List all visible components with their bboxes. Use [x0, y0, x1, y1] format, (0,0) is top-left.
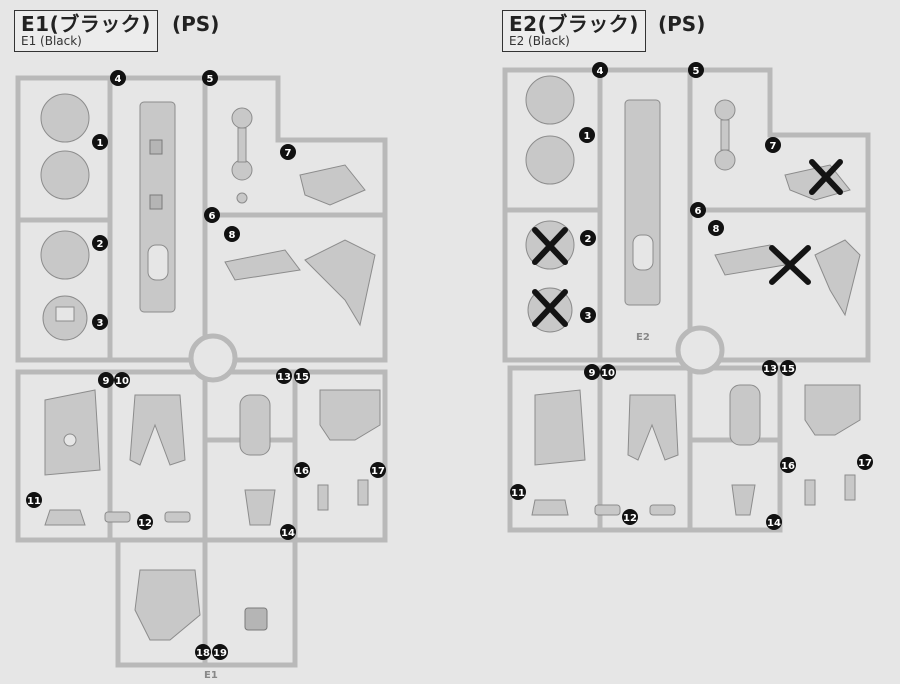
part-number-9: 9 — [584, 364, 600, 380]
runner-e1-subtitle: E1 (Black) — [21, 34, 82, 48]
part-number-2: 2 — [92, 235, 108, 251]
runner-e1-title: E1(ブラック) — [21, 12, 151, 36]
svg-text:1: 1 — [584, 131, 591, 142]
part-number-18: 18 — [195, 644, 211, 660]
part-number-1: 1 — [92, 134, 108, 150]
svg-text:6: 6 — [695, 206, 702, 217]
excluded-part-7-x-icon — [809, 159, 843, 195]
svg-text:9: 9 — [589, 368, 596, 379]
svg-text:12: 12 — [623, 513, 637, 524]
svg-text:17: 17 — [371, 466, 385, 477]
part-number-3: 3 — [92, 314, 108, 330]
svg-text:13: 13 — [763, 364, 777, 375]
part-number-13: 13 — [762, 360, 778, 376]
part-number-6: 6 — [204, 207, 220, 223]
runner-e1-parts — [40, 93, 381, 641]
svg-text:9: 9 — [103, 376, 110, 387]
part-number-15: 15 — [780, 360, 796, 376]
svg-text:13: 13 — [277, 372, 291, 383]
runner-e2-title: E2(ブラック) — [509, 12, 639, 36]
svg-text:10: 10 — [601, 368, 615, 379]
runner-e2-part-numbers: 1 2 3 4 5 6 7 8 9 10 11 12 13 14 15 16 1… — [510, 62, 873, 530]
part-number-7: 7 — [280, 144, 296, 160]
part-number-12: 12 — [622, 509, 638, 525]
part-number-12: 12 — [137, 514, 153, 530]
part-number-16: 16 — [294, 462, 310, 478]
svg-text:1: 1 — [97, 138, 104, 149]
part-number-19: 19 — [212, 644, 228, 660]
part-number-13: 13 — [276, 368, 292, 384]
svg-text:12: 12 — [138, 518, 152, 529]
runner-e2-frame — [502, 67, 871, 533]
part-number-7: 7 — [765, 137, 781, 153]
part-number-1: 1 — [579, 127, 595, 143]
svg-text:16: 16 — [781, 461, 795, 472]
runner-e2-subtitle: E2 (Black) — [509, 34, 570, 48]
svg-text:11: 11 — [27, 496, 41, 507]
svg-text:3: 3 — [585, 311, 592, 322]
runner-e2-title-box: E2(ブラック) E2 (Black) — [502, 10, 646, 52]
runner-e1-tag: E1 — [204, 670, 218, 681]
svg-text:5: 5 — [693, 66, 700, 77]
part-number-15: 15 — [294, 368, 310, 384]
svg-text:7: 7 — [285, 148, 292, 159]
part-number-17: 17 — [370, 462, 386, 478]
svg-text:16: 16 — [295, 466, 309, 477]
part-number-11: 11 — [26, 492, 42, 508]
runner-e1-part-numbers: 1 2 3 4 5 6 7 8 9 10 11 12 13 14 15 16 1… — [26, 70, 386, 660]
svg-text:4: 4 — [597, 66, 604, 77]
svg-text:8: 8 — [713, 224, 720, 235]
runner-e2-panel: E2(ブラック) E2 (Black) (PS) — [450, 0, 900, 684]
part-number-8: 8 — [224, 226, 240, 242]
svg-text:14: 14 — [767, 518, 781, 529]
part-number-4: 4 — [110, 70, 126, 86]
part-number-11: 11 — [510, 484, 526, 500]
svg-text:18: 18 — [196, 648, 210, 659]
svg-text:2: 2 — [585, 234, 592, 245]
svg-text:15: 15 — [781, 364, 795, 375]
svg-text:7: 7 — [770, 141, 777, 152]
part-number-9: 9 — [98, 372, 114, 388]
part-number-2: 2 — [580, 230, 596, 246]
runner-e2-tag: E2 — [636, 332, 650, 343]
runner-e1-frame — [15, 75, 388, 668]
svg-text:5: 5 — [207, 74, 214, 85]
part-number-10: 10 — [114, 372, 130, 388]
svg-text:19: 19 — [213, 648, 227, 659]
part-number-5: 5 — [688, 62, 704, 78]
svg-text:2: 2 — [97, 239, 104, 250]
runner-e2-diagram: 1 2 3 4 5 6 7 8 9 10 11 12 13 14 15 16 1… — [502, 62, 873, 533]
svg-text:8: 8 — [229, 230, 236, 241]
excluded-part-3-x-icon — [532, 289, 568, 327]
svg-text:14: 14 — [281, 528, 295, 539]
excluded-part-8-x-icon — [769, 245, 811, 285]
runner-e1-panel: E1(ブラック) E1 (Black) (PS) — [14, 10, 388, 681]
part-number-6: 6 — [690, 202, 706, 218]
runner-e2-material: (PS) — [658, 12, 706, 36]
runner-e2-parts — [525, 75, 861, 516]
runner-e1-material: (PS) — [172, 12, 220, 36]
part-number-5: 5 — [202, 70, 218, 86]
part-number-16: 16 — [780, 457, 796, 473]
part-number-4: 4 — [592, 62, 608, 78]
part-number-14: 14 — [766, 514, 782, 530]
svg-text:3: 3 — [97, 318, 104, 329]
svg-text:4: 4 — [115, 74, 122, 85]
part-number-3: 3 — [580, 307, 596, 323]
excluded-part-2-x-icon — [532, 227, 568, 265]
part-number-8: 8 — [708, 220, 724, 236]
part-number-10: 10 — [600, 364, 616, 380]
svg-text:6: 6 — [209, 211, 216, 222]
part-number-17: 17 — [857, 454, 873, 470]
part-number-14: 14 — [280, 524, 296, 540]
svg-text:10: 10 — [115, 376, 129, 387]
runner-e2-excluded-marks — [532, 159, 843, 327]
runner-e1-diagram: 1 2 3 4 5 6 7 8 9 10 11 12 13 14 15 16 1… — [15, 70, 388, 681]
svg-text:15: 15 — [295, 372, 309, 383]
runner-e1-title-box: E1(ブラック) E1 (Black) — [14, 10, 158, 52]
svg-text:17: 17 — [858, 458, 872, 469]
svg-text:11: 11 — [511, 488, 525, 499]
